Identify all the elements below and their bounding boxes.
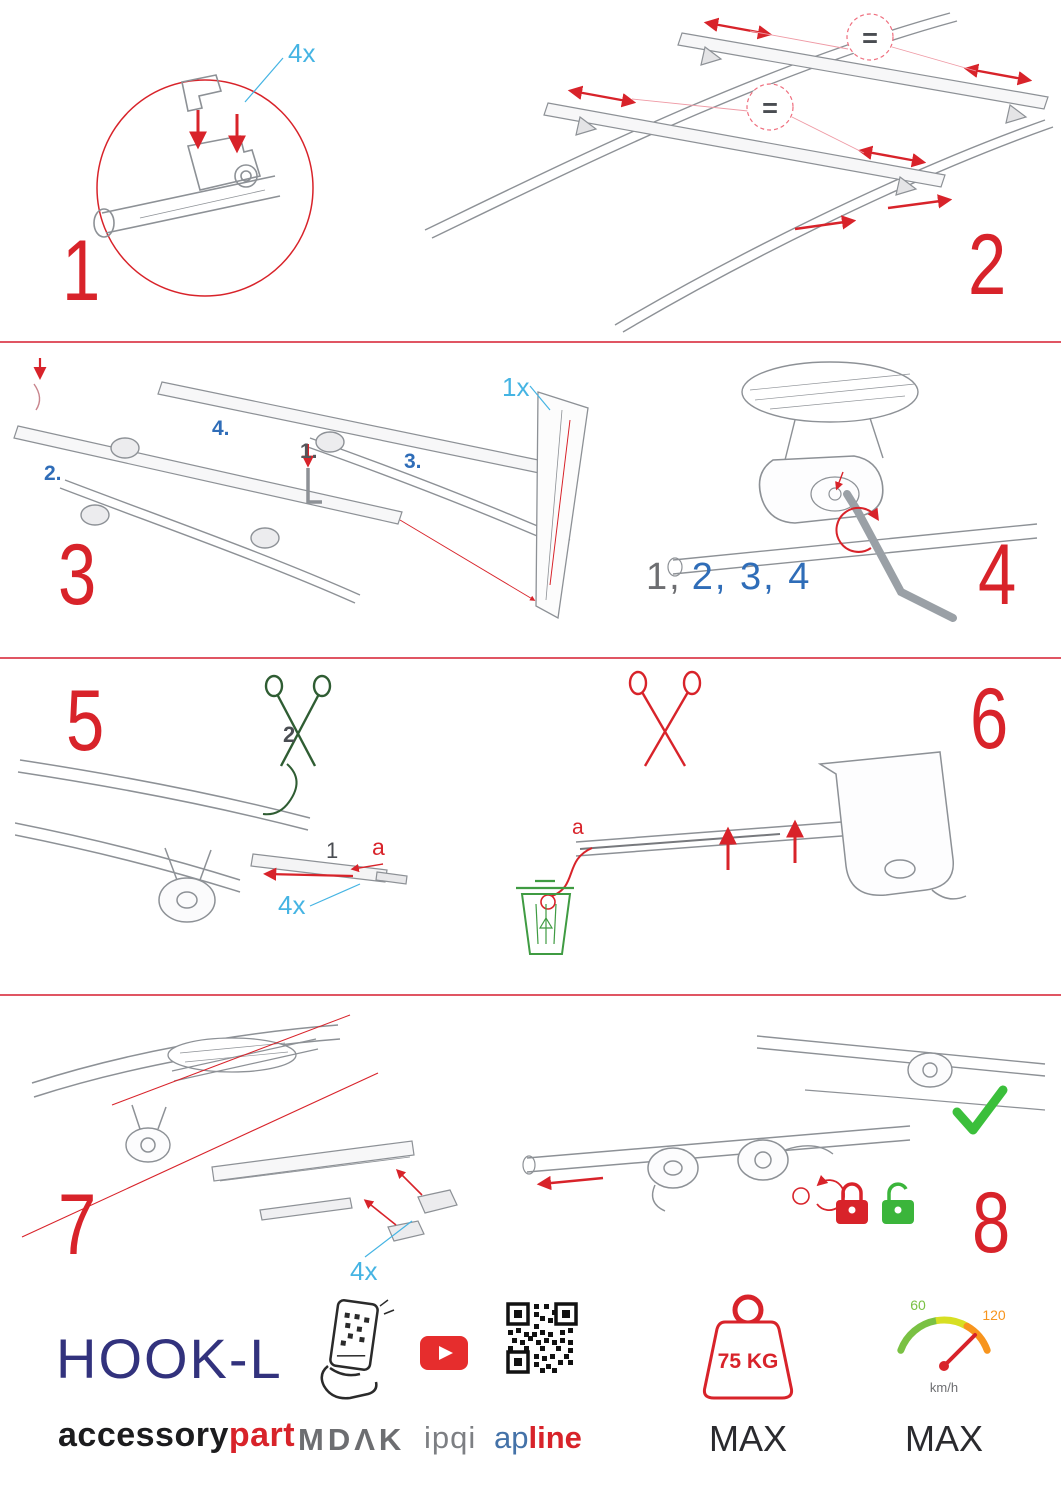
step-4-number: 4 bbox=[978, 527, 1017, 623]
top-left-hook-hint bbox=[33, 358, 47, 411]
clamp-line-art bbox=[93, 74, 281, 238]
equal-sign-2: = bbox=[762, 93, 778, 123]
step-2-illustration: = = bbox=[424, 12, 1054, 333]
max-weight-icon: 75 KG bbox=[702, 1294, 794, 1400]
step-3-sub-1: 1. bbox=[300, 440, 318, 463]
section-divider-2 bbox=[0, 657, 1061, 659]
check-icon bbox=[952, 1085, 1008, 1135]
step-2-number: 2 bbox=[968, 217, 1007, 313]
speed-max-label: MAX bbox=[904, 1418, 983, 1459]
insert-arrows bbox=[189, 110, 246, 154]
dimension-leader-lines bbox=[631, 30, 977, 154]
step-4-sequence: 1,2, 3, 4 bbox=[646, 556, 811, 599]
step-5-illustration bbox=[15, 674, 408, 923]
weight-max-label: MAX bbox=[708, 1418, 787, 1459]
step-8-illustration bbox=[522, 1035, 1046, 1224]
clamp-lock-view bbox=[522, 1125, 911, 1212]
allen-key-mini bbox=[302, 444, 322, 504]
logo-apline-red: line bbox=[528, 1420, 582, 1455]
step-3-number: 3 bbox=[58, 527, 97, 623]
step-6-number: 6 bbox=[970, 671, 1009, 767]
tighten-rotation-arrow bbox=[835, 471, 879, 553]
section-divider-1 bbox=[0, 341, 1061, 343]
section-divider-3 bbox=[0, 994, 1061, 996]
step-3-sub-4: 4. bbox=[212, 417, 230, 440]
weight-value: 75 KG bbox=[718, 1350, 779, 1373]
logo-mdak: MDΛK bbox=[298, 1422, 406, 1457]
speed-unit-label: km/h bbox=[930, 1380, 958, 1395]
scan-phone-icon bbox=[320, 1299, 395, 1400]
equal-sign-1: = bbox=[862, 23, 878, 53]
step-3-qty-label: 1x bbox=[502, 372, 530, 402]
foot-closeup bbox=[667, 361, 1038, 577]
hand-outline bbox=[320, 1365, 378, 1400]
bar-to-cover-pointer bbox=[399, 519, 536, 601]
crossbars bbox=[543, 32, 1049, 196]
brand-logo: accessorypart bbox=[58, 1416, 295, 1455]
lock-closed-icon bbox=[836, 1182, 868, 1224]
qty-leader-line bbox=[364, 1220, 413, 1258]
product-name: HOOK-L bbox=[56, 1327, 283, 1390]
cover-cone bbox=[535, 391, 589, 620]
qty-leader-line bbox=[244, 57, 284, 103]
cap-insert-arrows bbox=[363, 1168, 423, 1226]
scan-motion-lines bbox=[379, 1299, 395, 1315]
brand-logo-black: accessory bbox=[58, 1416, 229, 1454]
alignment-red-lines bbox=[21, 1014, 379, 1238]
youtube-icon bbox=[420, 1336, 468, 1370]
slide-arrow bbox=[536, 1175, 604, 1191]
lock-open-icon bbox=[882, 1182, 914, 1224]
step-4-illustration bbox=[667, 361, 1038, 622]
step-5-qty-label: 4x bbox=[278, 890, 306, 920]
step-5-label-2: 2 bbox=[283, 722, 296, 747]
speed-low-label: 60 bbox=[910, 1297, 926, 1313]
logo-ipqi: ipqi bbox=[424, 1420, 477, 1455]
logo-apline: apline bbox=[494, 1420, 582, 1456]
rails-and-bars bbox=[13, 381, 571, 604]
step-1-number: 1 bbox=[62, 223, 101, 319]
step-1-qty-label: 4x bbox=[288, 38, 315, 68]
step-5-label-1: 1 bbox=[326, 838, 339, 863]
scissors-icon-green bbox=[262, 674, 332, 816]
scissors-icon-red bbox=[628, 670, 702, 767]
step-8-number: 8 bbox=[972, 1175, 1011, 1271]
step-6-illustration bbox=[516, 670, 967, 955]
speed-needle bbox=[942, 1333, 977, 1368]
equal-spacing-marks: = = bbox=[746, 13, 894, 131]
roof-rails bbox=[424, 12, 1054, 333]
brand-logo-red: part bbox=[228, 1416, 296, 1454]
speedometer-icon: 60 120 km/h bbox=[897, 1297, 1006, 1395]
bar-and-cover bbox=[575, 751, 967, 900]
step-6-label-a: a bbox=[572, 816, 584, 839]
allen-key bbox=[843, 490, 957, 622]
step-7-number: 7 bbox=[58, 1177, 97, 1273]
qty-leader-line bbox=[529, 385, 551, 411]
step-5-label-a: a bbox=[372, 834, 385, 860]
trash-bin-icon bbox=[516, 879, 574, 955]
magnifier-circle bbox=[96, 79, 314, 297]
rail-and-foot bbox=[15, 759, 408, 923]
step-1-illustration: 4x bbox=[93, 38, 315, 297]
rail-with-opening bbox=[31, 1024, 341, 1163]
strip-insert-arrows bbox=[263, 863, 384, 881]
mounted-check-view bbox=[756, 1035, 1046, 1111]
sequence-first: 1, bbox=[646, 556, 682, 598]
logo-apline-blue: ap bbox=[494, 1420, 529, 1455]
speed-high-label: 120 bbox=[982, 1307, 1006, 1323]
step-7-illustration bbox=[21, 1014, 458, 1258]
qty-leader-line bbox=[309, 883, 361, 907]
step-3-sub-3: 3. bbox=[404, 450, 422, 473]
step-3-illustration bbox=[13, 358, 589, 620]
sequence-rest: 2, 3, 4 bbox=[691, 556, 812, 598]
step-7-qty-label: 4x bbox=[350, 1256, 378, 1286]
step-5-number: 5 bbox=[66, 673, 105, 769]
bar-end-caps bbox=[211, 1140, 458, 1242]
qr-code bbox=[506, 1302, 578, 1374]
step-3-sub-2: 2. bbox=[44, 462, 62, 485]
